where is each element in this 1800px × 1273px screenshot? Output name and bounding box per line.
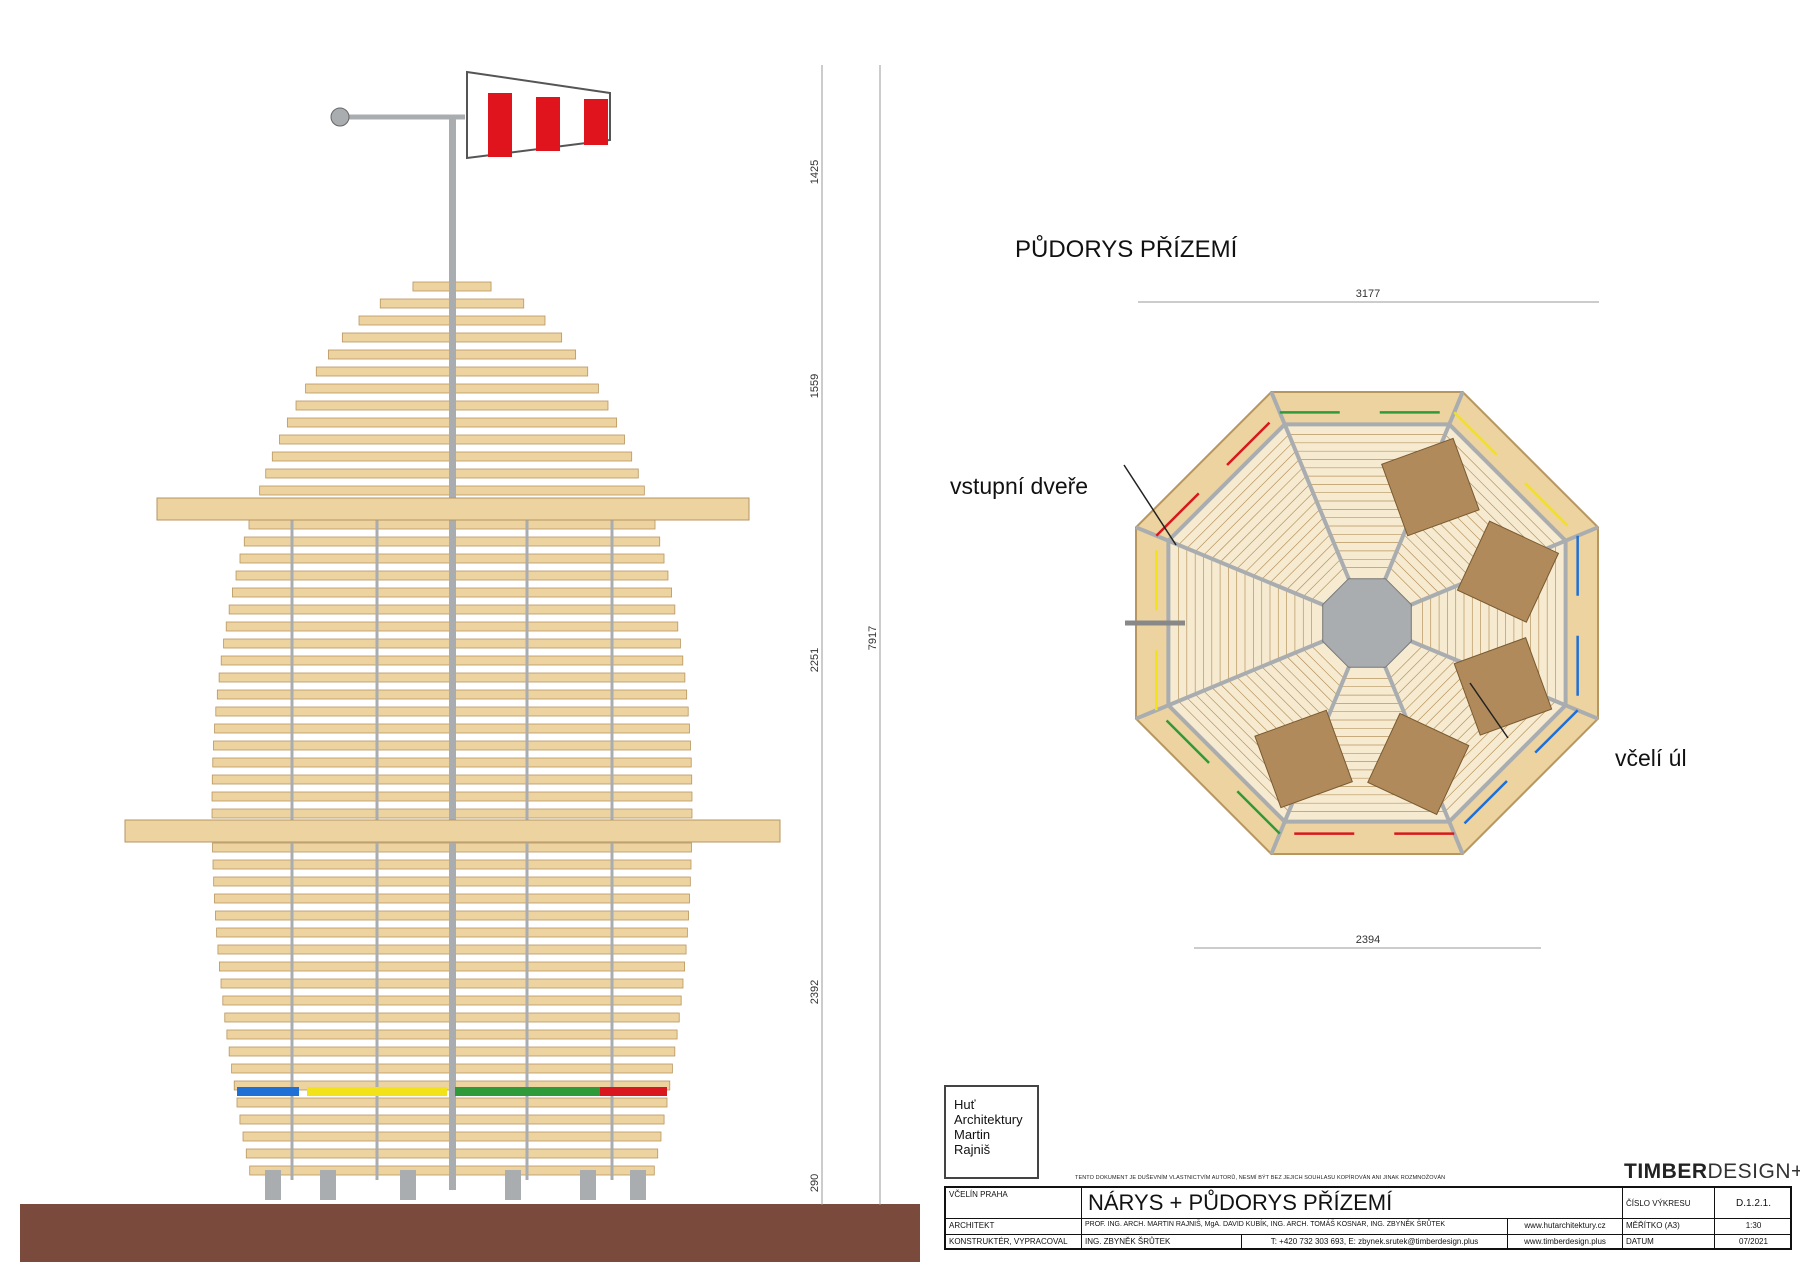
architect-logo: Huť Architektury Martin Rajniš bbox=[944, 1085, 1039, 1179]
brand-bold: TIMBER bbox=[1624, 1160, 1708, 1183]
logo-line: Rajniš bbox=[954, 1142, 991, 1157]
engineer-label: KONSTRUKTÉR, VYPRACOVAL bbox=[946, 1235, 1082, 1250]
foundation-foot bbox=[630, 1170, 646, 1200]
floor-plan-view bbox=[1125, 391, 1599, 855]
label-beehive: včelí úl bbox=[1615, 745, 1687, 771]
logo-line: Architektury bbox=[954, 1112, 1023, 1127]
logo-line: Martin bbox=[954, 1127, 991, 1142]
foundation-foot bbox=[505, 1170, 521, 1200]
dim-1559: 1559 bbox=[809, 374, 821, 398]
dim-total-7917: 7917 bbox=[867, 626, 879, 650]
dim-1425: 1425 bbox=[809, 160, 821, 184]
title-block: VČELÍN PRAHA NÁRYS + PŮDORYS PŘÍZEMÍ ČÍS… bbox=[944, 1186, 1792, 1250]
scale-value: 1:30 bbox=[1715, 1219, 1792, 1235]
windsock-stripe bbox=[488, 93, 512, 157]
drawing-number-label: ČÍSLO VÝKRESU bbox=[1623, 1188, 1715, 1219]
foundation-foot bbox=[265, 1170, 281, 1200]
beehive-box bbox=[1254, 709, 1353, 809]
windsock-stripe bbox=[536, 97, 560, 151]
engineer-contact: T: +420 732 303 693, E: zbynek.srutek@ti… bbox=[1242, 1235, 1508, 1250]
windsock bbox=[466, 70, 611, 160]
engineer-website: www.timberdesign.plus bbox=[1508, 1235, 1623, 1250]
copyright-notice: TENTO DOKUMENT JE DUŠEVNÍM VLASTNICTVÍM … bbox=[1075, 1175, 1446, 1181]
dim-3177: 3177 bbox=[1356, 288, 1380, 300]
dim-2392: 2392 bbox=[809, 980, 821, 1004]
bench-edge bbox=[1155, 709, 1281, 835]
engineer-name: ING. ZBYNĚK ŠRŮTEK bbox=[1082, 1235, 1242, 1250]
architect-label: ARCHITEKT bbox=[946, 1219, 1082, 1235]
foundation-foot bbox=[320, 1170, 336, 1200]
bench-edge bbox=[1453, 411, 1579, 537]
central-mast bbox=[449, 115, 456, 1190]
windsock-stripe bbox=[584, 99, 608, 145]
cross-beam-upper bbox=[156, 497, 750, 521]
plan-title: PŮDORYS PŘÍZEMÍ bbox=[1015, 236, 1238, 263]
beehive-box bbox=[1453, 637, 1553, 736]
timberdesign-logo: TIMBERDESIGN+ bbox=[1624, 1160, 1800, 1184]
foundation-foot bbox=[400, 1170, 416, 1200]
plan-dimensions: 3177 2394 bbox=[1123, 288, 1599, 949]
date-label: DATUM bbox=[1623, 1235, 1715, 1250]
colored-bench bbox=[307, 1087, 447, 1096]
label-entrance-door: vstupní dveře bbox=[950, 473, 1089, 499]
dim-290: 290 bbox=[809, 1174, 821, 1192]
central-column bbox=[1322, 578, 1412, 668]
drawing-number: D.1.2.1. bbox=[1715, 1188, 1792, 1219]
beehive-box bbox=[1456, 520, 1560, 623]
foundation-foot bbox=[580, 1170, 596, 1200]
logo-line: Huť bbox=[954, 1097, 976, 1112]
dim-2394: 2394 bbox=[1356, 934, 1380, 946]
project-name: VČELÍN PRAHA bbox=[946, 1188, 1082, 1219]
architect-website: www.hutarchitektury.cz bbox=[1508, 1219, 1623, 1235]
ground bbox=[20, 1204, 920, 1262]
bench-edge bbox=[1155, 411, 1281, 537]
windsock-pivot bbox=[330, 107, 350, 127]
brand-light: DESIGN+ bbox=[1707, 1160, 1800, 1183]
colored-bench bbox=[237, 1087, 299, 1096]
dim-2251: 2251 bbox=[809, 648, 821, 672]
beehive-box bbox=[1367, 712, 1470, 816]
date-value: 07/2021 bbox=[1739, 1237, 1768, 1246]
bench-edge bbox=[1453, 709, 1579, 835]
colored-bench bbox=[600, 1087, 667, 1096]
elevation-dimensions: 1425 1559 2251 2392 290 7917 bbox=[809, 65, 881, 1205]
beehive-box bbox=[1381, 437, 1480, 537]
elevation-view bbox=[20, 70, 920, 1262]
drawing-title: NÁRYS + PŮDORYS PŘÍZEMÍ bbox=[1082, 1188, 1623, 1219]
architects: PROF. ING. ARCH. MARTIN RAJNIŠ, MgA. DAV… bbox=[1082, 1219, 1508, 1235]
cross-beam-lower bbox=[124, 819, 781, 843]
colored-bench bbox=[455, 1087, 600, 1096]
scale-label: MĚŘÍTKO (A3) bbox=[1623, 1219, 1715, 1235]
